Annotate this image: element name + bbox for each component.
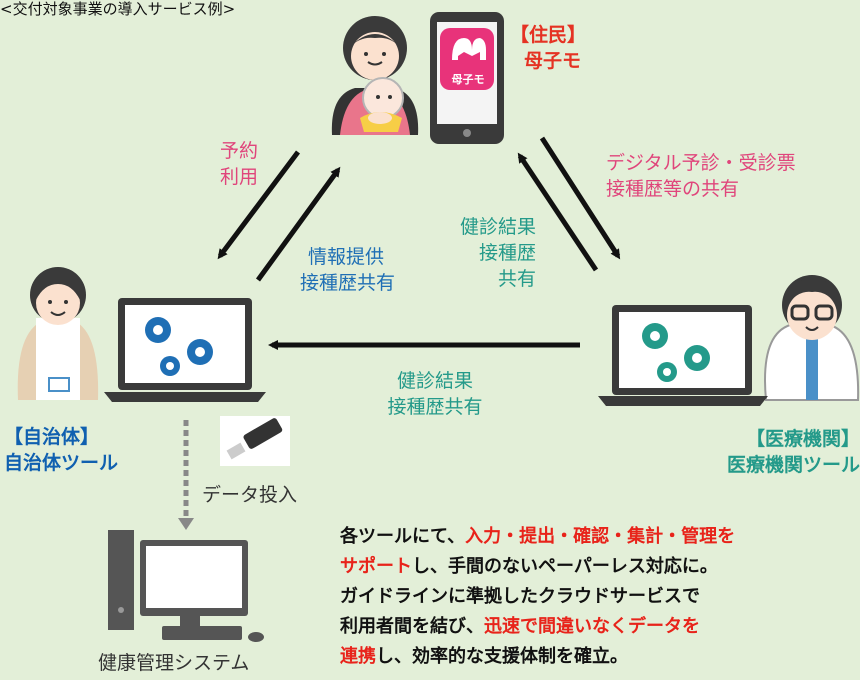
resident-app-name: 母子モ (524, 50, 582, 72)
mother-baby-illustration (331, 16, 419, 135)
summary-l5b: し、効率的な支援体制を確立。 (376, 646, 628, 667)
flow-reservation-line1: 予約 (219, 140, 258, 162)
summary-line1: 各ツールにて、入力・提出・確認・集計・管理を (340, 522, 860, 552)
flow-info-label: 情報提供 接種歴共有 (300, 244, 395, 296)
flow-checkup-line3: 共有 (497, 268, 536, 290)
municipality-tool: 自治体ツール (4, 452, 119, 474)
flow-reservation-label: 予約 利用 (190, 138, 258, 190)
resident-label: 【住民】 (510, 24, 587, 46)
summary-line4: 利用者間を結び、迅速で間違いなくデータを (340, 612, 860, 642)
medical-label: 【医療機関】 (745, 428, 860, 450)
medical-label-block: 【医療機関】 医療機関ツール (688, 426, 860, 478)
summary-l1a: 各ツールにて、 (340, 526, 466, 547)
summary-line5: 連携し、効率的な支援体制を確立。 (340, 642, 860, 672)
summary-l2b: し、手間のないペーパーレス対応に。 (412, 556, 718, 577)
arrow-resident-to-municipality (217, 150, 300, 260)
summary-l4b: 迅速で間違いなくデータを (484, 616, 700, 637)
flow-reservation-line2: 利用 (219, 166, 258, 188)
summary-l1b: 入力・提出・確認・集計・管理を (465, 526, 736, 547)
smartphone-icon (430, 12, 504, 144)
summary-line3: ガイドラインに準拠したクラウドサービスで (340, 586, 700, 607)
app-icon-text: 母子モ (451, 73, 485, 86)
municipality-laptop-icon (104, 298, 266, 402)
medical-tool: 医療機関ツール (726, 454, 860, 476)
data-input-label: データ投入 (202, 484, 298, 506)
summary-l4a: 利用者間を結び、 (340, 616, 484, 637)
flow-digital-line2: 接種歴等の共有 (606, 178, 740, 200)
desktop-computer-icon (108, 530, 264, 642)
flow-checkup-label: 健診結果 接種歴 共有 (420, 214, 536, 292)
municipality-staff-illustration (17, 267, 99, 400)
summary-line2: サポートし、手間のないペーパーレス対応に。 (340, 552, 860, 582)
medical-laptop-icon (598, 305, 768, 406)
flow-checkup-line2: 接種歴 (478, 242, 536, 264)
municipality-label-block: 【自治体】 自治体ツール (4, 424, 118, 476)
summary-l5a: 連携 (340, 646, 376, 667)
page-heading: <交付対象事業の導入サービス例> (0, 0, 236, 18)
arrow-resident-to-medical (539, 136, 621, 260)
flow-info-line1: 情報提供 (308, 246, 385, 268)
resident-label-block: 【住民】 母子モ (510, 22, 586, 74)
arrow-data-input-head (178, 518, 194, 530)
summary-text: 各ツールにて、入力・提出・確認・集計・管理を サポートし、手間のないペーパーレス… (340, 522, 860, 672)
arrow-municipality-to-resident (255, 166, 341, 282)
flow-med-muni-label: 健診結果 接種歴共有 (360, 368, 510, 420)
arrow-medical-to-resident (517, 152, 599, 272)
flow-checkup-line1: 健診結果 (459, 216, 536, 238)
flow-digital-line1: デジタル予診・受診票 (606, 152, 796, 174)
municipality-label: 【自治体】 (4, 426, 100, 448)
flow-med-muni-line1: 健診結果 (396, 370, 473, 392)
summary-l2a: サポート (340, 556, 412, 577)
flow-med-muni-line2: 接種歴共有 (387, 396, 483, 418)
usb-stick-icon (220, 416, 290, 466)
flow-info-line2: 接種歴共有 (300, 272, 396, 294)
flow-digital-label: デジタル予診・受診票 接種歴等の共有 (606, 150, 796, 202)
doctor-illustration (764, 275, 860, 401)
health-system-label: 健康管理システム (98, 652, 250, 674)
